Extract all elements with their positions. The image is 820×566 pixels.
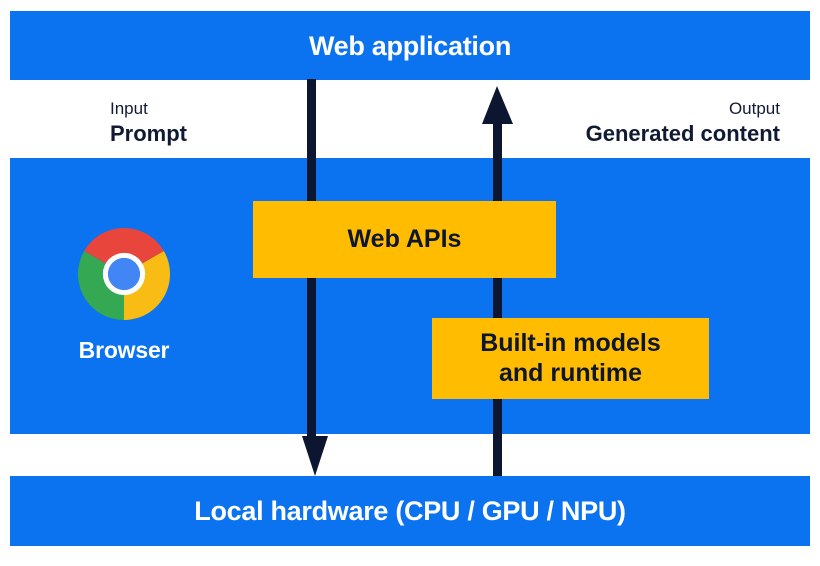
browser-identity-block: Browser [50, 228, 198, 364]
chrome-logo-icon [78, 228, 170, 320]
box-web-apis-label: Web APIs [347, 224, 462, 253]
label-input-kind: Input [110, 99, 148, 118]
label-input-value: Prompt [110, 121, 187, 147]
label-output-value: Generated content [585, 121, 780, 147]
label-output-flow: Output Generated content [586, 98, 780, 148]
box-web-apis[interactable]: Web APIs [253, 201, 556, 278]
box-builtin-models-line1: Built-in models [480, 329, 661, 357]
box-builtin-models-label: Built-in models and runtime [480, 329, 661, 388]
band-web-application-label: Web application [308, 31, 512, 61]
box-builtin-models[interactable]: Built-in models and runtime [432, 318, 709, 399]
label-output-kind: Output [728, 99, 780, 118]
label-input-flow: Input Prompt [110, 98, 187, 148]
band-web-application: Web application [10, 11, 810, 80]
band-browser-label: Browser [78, 337, 170, 363]
band-local-hardware: Local hardware (CPU / GPU / NPU) [10, 476, 810, 546]
band-local-hardware-label: Local hardware (CPU / GPU / NPU) [194, 496, 626, 526]
box-builtin-models-line2: and runtime [498, 358, 643, 387]
